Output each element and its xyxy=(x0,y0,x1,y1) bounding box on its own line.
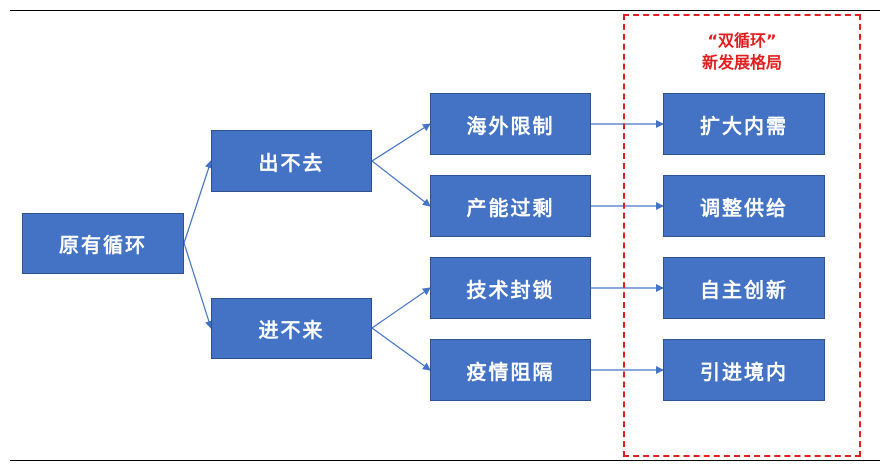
connector-root-to-in xyxy=(183,242,213,329)
connector-in-to-cause-3 xyxy=(371,287,431,329)
node-cause-1: 海外限制 xyxy=(430,93,591,155)
node-cause-3: 技术封锁 xyxy=(430,257,591,319)
node-result-4: 引进境内 xyxy=(663,339,825,401)
node-result-1: 扩大内需 xyxy=(663,93,825,155)
node-root: 原有循环 xyxy=(22,213,184,274)
node-cause-2: 产能过剩 xyxy=(430,175,591,237)
connector-out-to-cause-1 xyxy=(371,123,431,162)
frame-title-line-1: “双循环” xyxy=(707,31,777,50)
connector-root-to-out xyxy=(183,160,213,244)
frame-title-line-2: 新发展格局 xyxy=(701,53,782,72)
bottom-rule xyxy=(10,460,880,461)
connector-in-to-cause-4 xyxy=(371,327,431,371)
node-cause-4: 疫情阻隔 xyxy=(430,339,591,401)
node-branch-in: 进不来 xyxy=(211,298,372,359)
node-result-2: 调整供给 xyxy=(663,175,825,237)
node-result-3: 自主创新 xyxy=(663,257,825,319)
top-rule xyxy=(10,10,880,11)
highlight-frame xyxy=(623,14,861,457)
connector-out-to-cause-2 xyxy=(371,160,431,207)
node-branch-out: 出不去 xyxy=(211,130,372,192)
frame-title: “双循环” 新发展格局 xyxy=(623,30,861,74)
